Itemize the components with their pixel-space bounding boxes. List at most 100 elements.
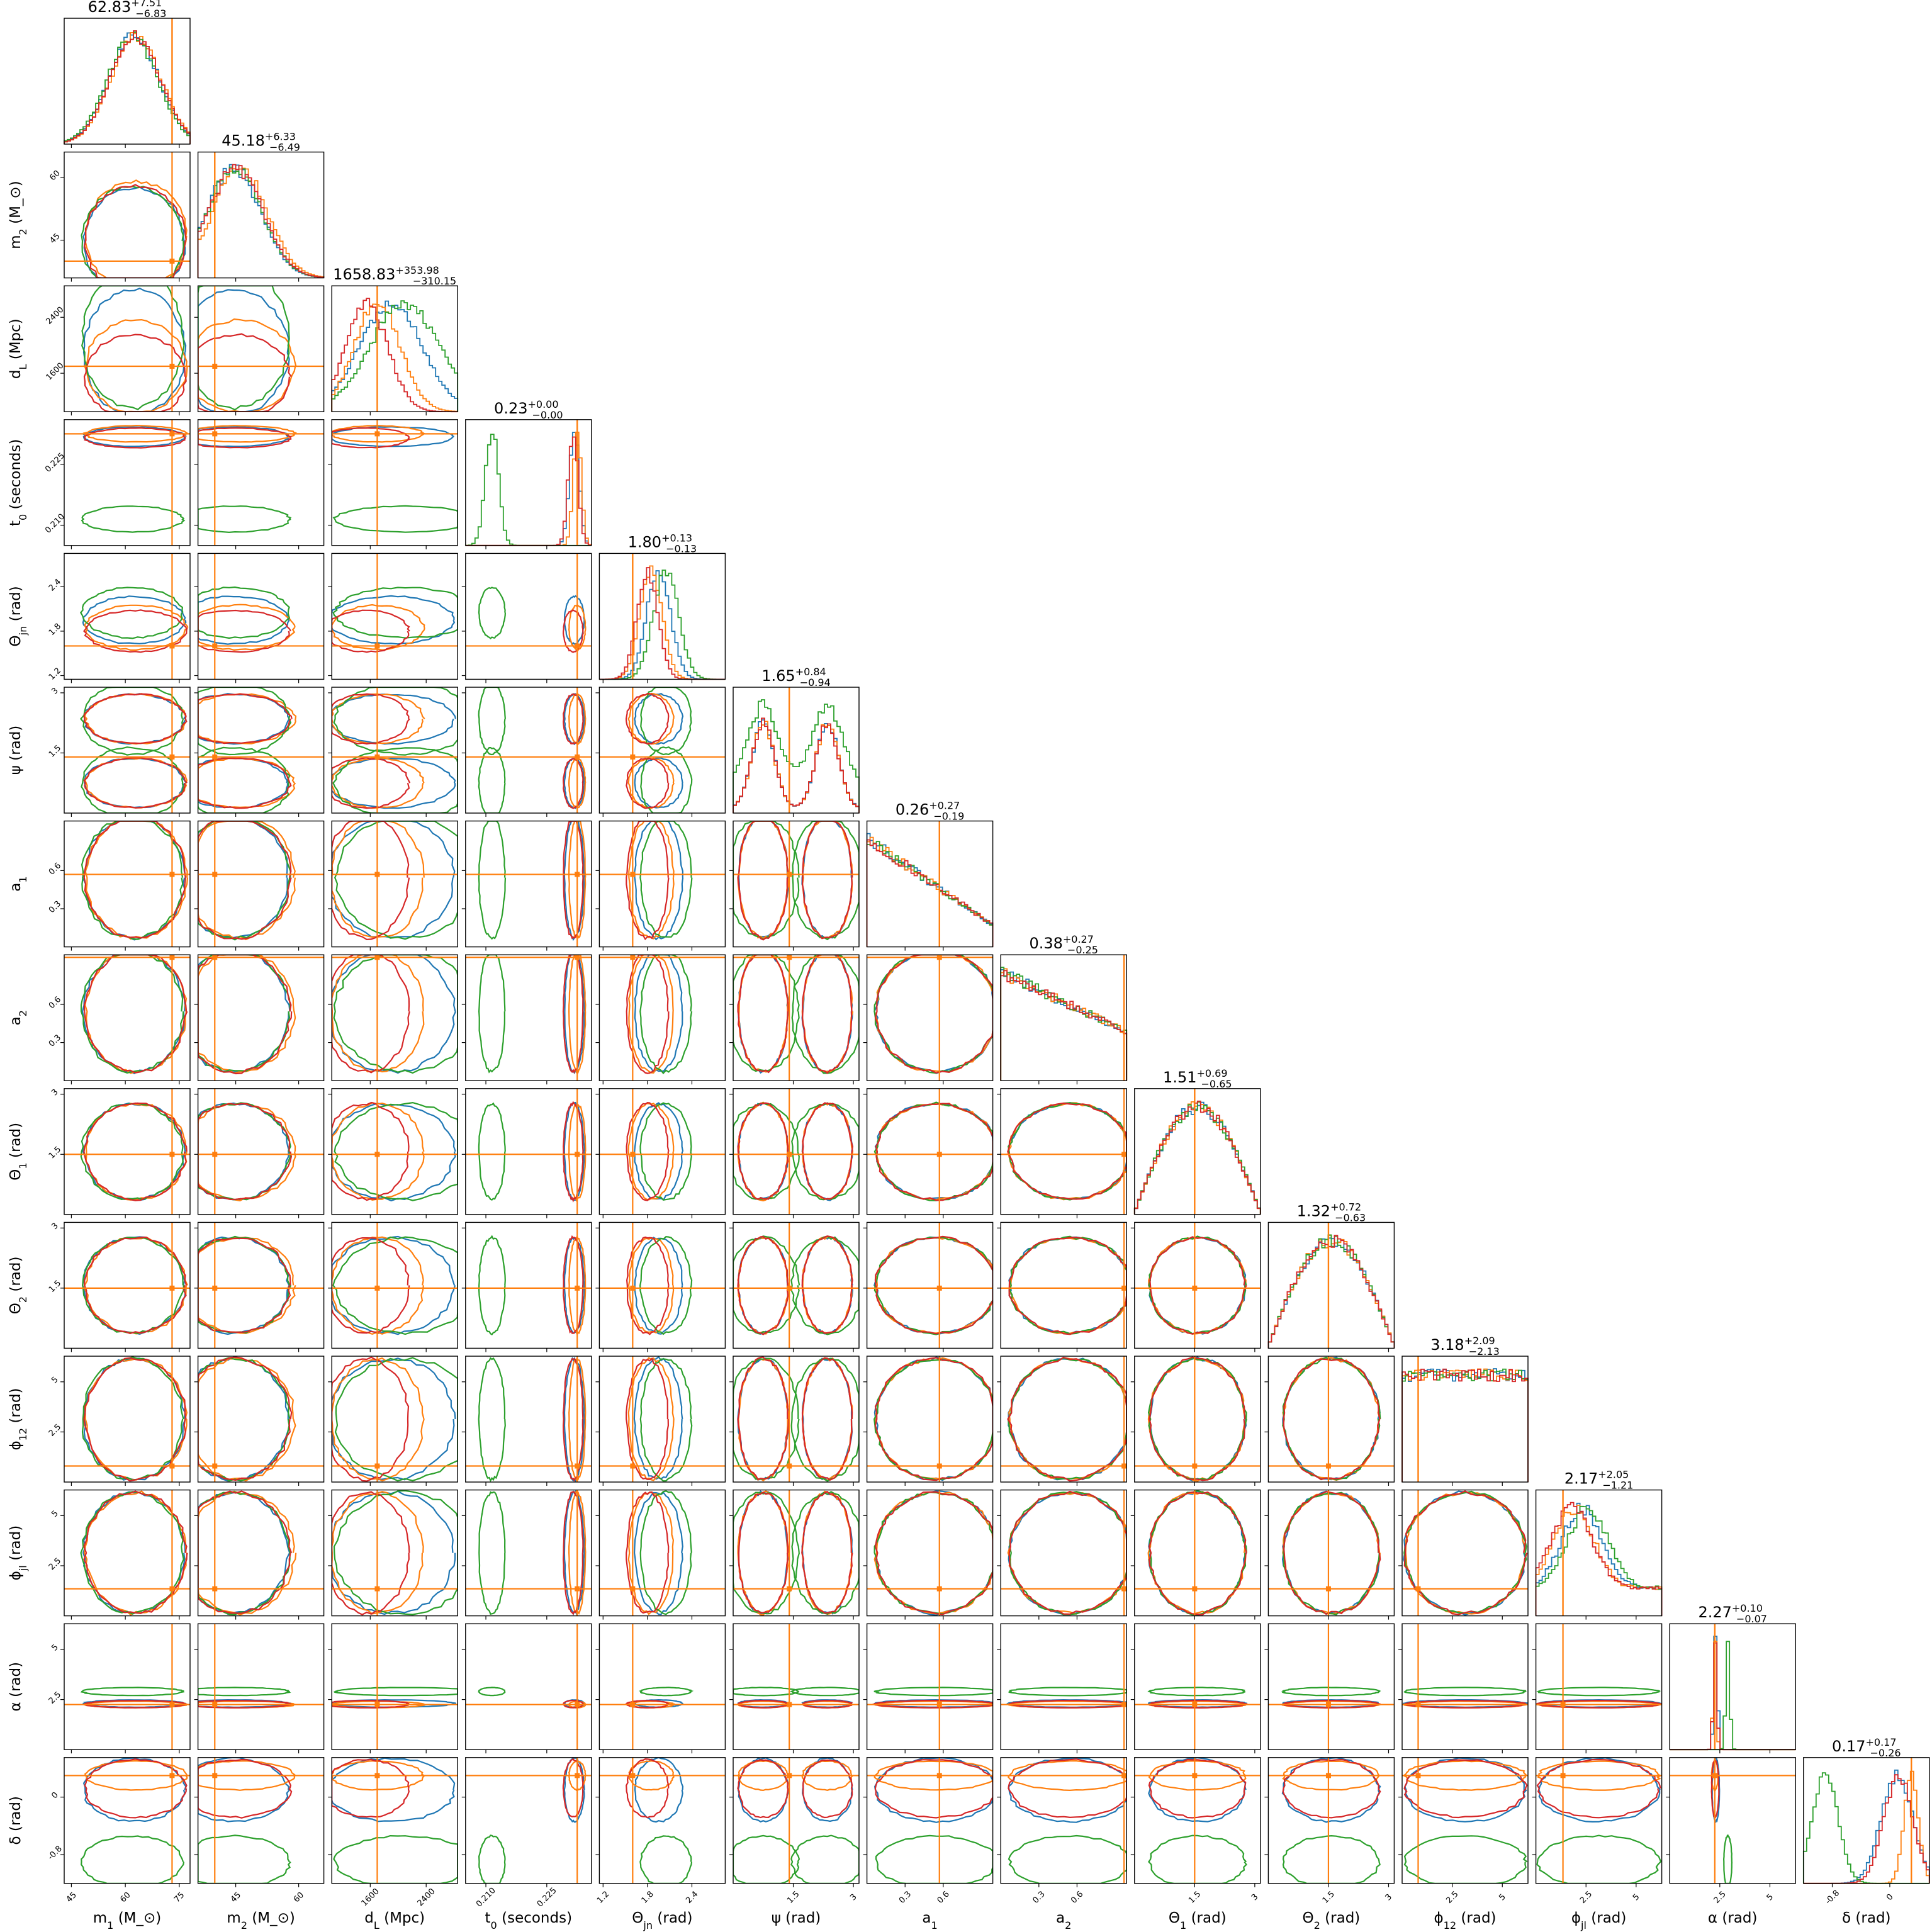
contour-line bbox=[332, 756, 425, 809]
x-tick-label: 0.6 bbox=[936, 1890, 952, 1906]
contour-line bbox=[633, 1491, 683, 1615]
panel-a2-thetajn bbox=[595, 954, 726, 1085]
contour-line bbox=[568, 1490, 587, 1615]
contour-line bbox=[198, 1357, 296, 1482]
y-tick-label: 1.5 bbox=[47, 1145, 63, 1160]
y-tick-label: 0.210 bbox=[43, 512, 67, 536]
contour-line bbox=[332, 1699, 410, 1709]
contour-line bbox=[332, 747, 458, 813]
contour-line bbox=[79, 687, 184, 756]
contour-line bbox=[1149, 1490, 1247, 1615]
contour-line bbox=[198, 821, 288, 939]
panel-alpha-t0 bbox=[461, 1623, 592, 1754]
y-tick-label: 5 bbox=[50, 1643, 60, 1653]
contour-line bbox=[332, 757, 411, 809]
panel-theta2-thetajn bbox=[595, 1222, 726, 1352]
contour-line bbox=[733, 1357, 800, 1480]
truth-marker bbox=[1121, 1463, 1127, 1469]
panel-title: 0.23+0.00−0.00 bbox=[494, 398, 563, 421]
contours bbox=[626, 1101, 692, 1201]
contour-line bbox=[733, 1834, 800, 1884]
x-axis-label-delta: δ (rad) bbox=[1842, 1910, 1890, 1926]
panel-title: 1.51+0.69−0.65 bbox=[1163, 1067, 1232, 1090]
contour-line bbox=[83, 1490, 188, 1616]
contour-line bbox=[737, 1356, 790, 1481]
truth-marker bbox=[630, 1152, 636, 1157]
panel-theta1-m1: 1.53 bbox=[47, 1087, 191, 1218]
contour-line bbox=[332, 955, 410, 1074]
x-axis-label-phijl: ϕjl (rad) bbox=[1571, 1910, 1627, 1931]
x-axis-label-phi12: ϕ12 (rad) bbox=[1434, 1910, 1496, 1931]
y-tick-label: 3 bbox=[50, 1222, 60, 1232]
x-tick-label: 0.3 bbox=[897, 1890, 913, 1906]
panel-frame bbox=[1134, 1757, 1261, 1884]
contour-line bbox=[626, 758, 670, 809]
contour-line bbox=[1149, 1236, 1247, 1335]
panel-frame bbox=[64, 18, 191, 145]
panel-frame bbox=[64, 687, 191, 814]
panel-frame bbox=[866, 1222, 994, 1349]
panel-frame bbox=[598, 1222, 726, 1349]
truth-marker bbox=[630, 1702, 636, 1707]
panel-frame bbox=[465, 1757, 592, 1884]
contour-line bbox=[801, 1357, 853, 1481]
contour-line bbox=[563, 756, 585, 809]
contour-line bbox=[562, 955, 584, 1074]
truth-marker bbox=[936, 1463, 942, 1469]
truth-marker bbox=[1415, 1773, 1421, 1778]
contour-line bbox=[198, 687, 292, 756]
contour-line bbox=[198, 1103, 296, 1202]
truth-marker bbox=[212, 1773, 218, 1778]
contour-line bbox=[874, 1357, 993, 1481]
histogram-dL-chain-4 bbox=[331, 298, 458, 413]
contours bbox=[80, 1490, 188, 1616]
contour-line bbox=[198, 427, 293, 449]
panel-frame bbox=[1000, 954, 1127, 1081]
panel-alpha-a2 bbox=[997, 1623, 1127, 1754]
truth-marker bbox=[575, 643, 580, 649]
truth-marker bbox=[374, 1586, 380, 1592]
y-tick-label: 0.3 bbox=[47, 1033, 63, 1049]
contour-line bbox=[875, 1834, 993, 1884]
panel-theta1-dL bbox=[328, 1088, 458, 1218]
contours bbox=[1007, 1490, 1127, 1615]
contour-line bbox=[198, 586, 291, 639]
panel-phijl-m2 bbox=[194, 1489, 325, 1620]
x-tick-label: 3 bbox=[1250, 1892, 1260, 1902]
panel-frame bbox=[197, 285, 325, 412]
truth-marker bbox=[1192, 1773, 1198, 1778]
x-tick-label: 0 bbox=[1885, 1892, 1895, 1902]
contour-line bbox=[1008, 1102, 1127, 1201]
y-tick-label: 3 bbox=[50, 1087, 60, 1098]
contours bbox=[332, 1757, 458, 1884]
panel-theta1-t0 bbox=[461, 1088, 592, 1218]
contours bbox=[198, 586, 296, 653]
x-tick-label: 5 bbox=[1631, 1892, 1641, 1902]
truth-marker bbox=[630, 1463, 636, 1469]
contour-line bbox=[198, 955, 293, 1075]
contours bbox=[478, 1357, 587, 1482]
contours bbox=[332, 1235, 458, 1335]
contour-line bbox=[1009, 1491, 1127, 1615]
histogram-phijl-chain-2 bbox=[1535, 1505, 1663, 1616]
panel-frame bbox=[64, 1489, 191, 1617]
panel-phi12-dL bbox=[328, 1356, 458, 1486]
truth-marker bbox=[1192, 1586, 1198, 1592]
contour-line bbox=[875, 1237, 993, 1334]
contour-line bbox=[1403, 1835, 1528, 1884]
truth-marker bbox=[374, 1463, 380, 1469]
contour-line bbox=[334, 1101, 458, 1201]
truth-marker bbox=[787, 1285, 792, 1291]
truth-marker bbox=[212, 1702, 218, 1707]
contour-line bbox=[627, 1491, 675, 1615]
contours bbox=[198, 286, 297, 412]
contours bbox=[733, 1235, 859, 1335]
contours bbox=[626, 1356, 693, 1482]
contours bbox=[198, 1356, 296, 1482]
contour-line bbox=[198, 756, 288, 809]
x-tick-label: -0.8 bbox=[1824, 1889, 1842, 1907]
contour-line bbox=[332, 693, 410, 745]
